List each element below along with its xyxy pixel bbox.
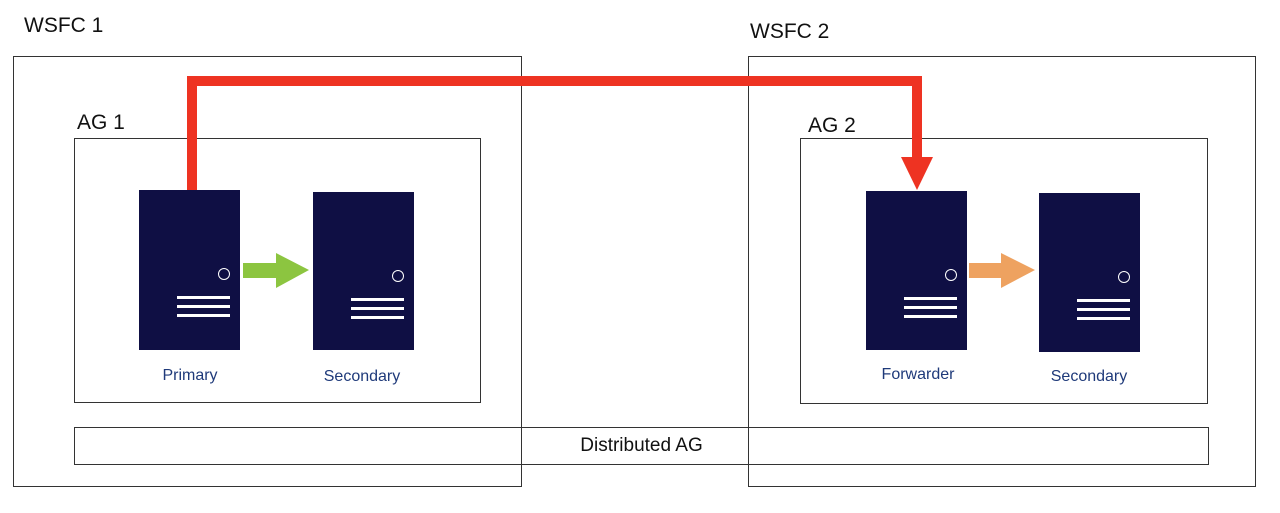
distributed-ag-label: Distributed AG bbox=[580, 435, 703, 456]
wsfc1-cluster-box bbox=[13, 56, 522, 487]
server-vent-icon bbox=[904, 297, 957, 324]
secondary1-server-icon bbox=[313, 192, 414, 350]
server-vent-icon bbox=[177, 296, 230, 323]
wsfc1-label: WSFC 1 bbox=[24, 14, 104, 37]
ag2-label: AG 2 bbox=[808, 114, 856, 137]
secondary2-caption: Secondary bbox=[1050, 368, 1128, 385]
ag2-group-box bbox=[800, 138, 1208, 404]
ag2-replication-arrow-icon bbox=[969, 253, 1035, 288]
server-power-icon bbox=[945, 269, 957, 281]
server-power-icon bbox=[1118, 271, 1130, 283]
server-power-icon bbox=[218, 268, 230, 280]
forwarder-server-icon bbox=[866, 191, 967, 350]
wsfc2-label: WSFC 2 bbox=[750, 20, 830, 43]
wsfc2-cluster-box bbox=[748, 56, 1256, 487]
ag1-label: AG 1 bbox=[77, 111, 125, 134]
distributed-ag-bar: Distributed AG bbox=[74, 427, 1209, 465]
server-vent-icon bbox=[1077, 299, 1130, 326]
primary-server-icon bbox=[139, 190, 240, 350]
distributed-ag-arrow-icon bbox=[187, 76, 933, 190]
server-vent-icon bbox=[351, 298, 404, 325]
ag1-replication-arrow-icon bbox=[243, 253, 309, 288]
primary-caption: Primary bbox=[162, 367, 218, 384]
secondary1-caption: Secondary bbox=[323, 368, 401, 385]
forwarder-caption: Forwarder bbox=[881, 366, 955, 383]
server-power-icon bbox=[392, 270, 404, 282]
secondary2-server-icon bbox=[1039, 193, 1140, 352]
ag1-group-box bbox=[74, 138, 481, 403]
